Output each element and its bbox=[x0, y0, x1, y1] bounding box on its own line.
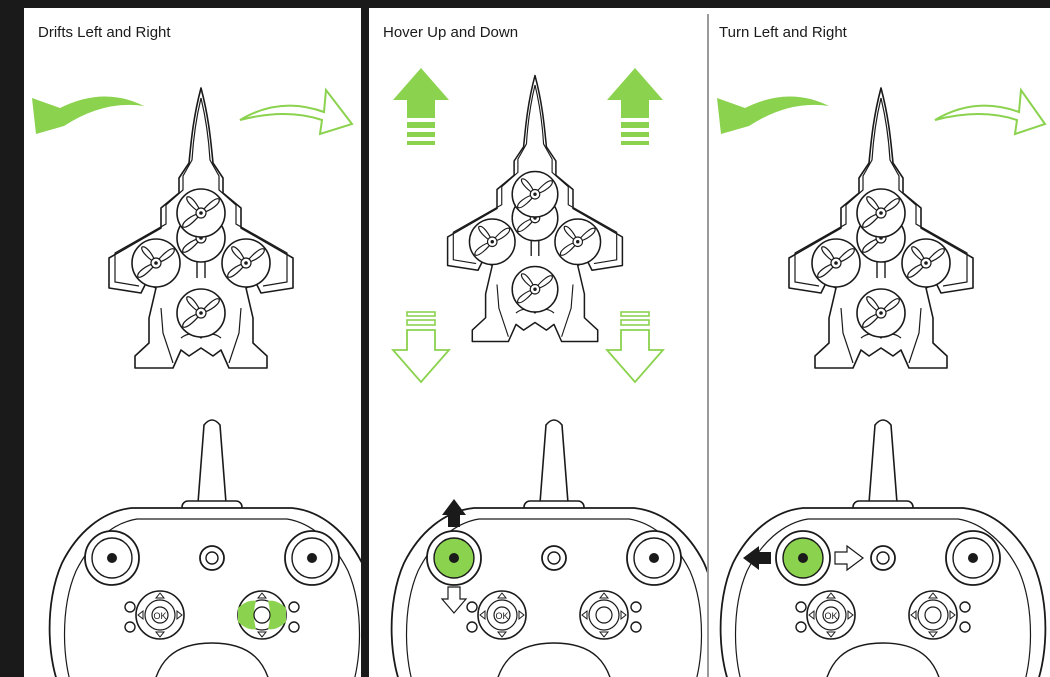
panel-hover: Hover Up and Down bbox=[369, 8, 707, 677]
ok-button-label: OK bbox=[824, 611, 837, 621]
panel-turn-illustration: OK bbox=[709, 8, 1050, 677]
curved-arrow-right-outline-icon bbox=[935, 90, 1045, 134]
arrow-up-solid-icon bbox=[607, 68, 663, 145]
ok-button-label: OK bbox=[495, 611, 508, 621]
curved-arrow-left-solid-icon bbox=[32, 96, 144, 134]
drone-top-view-icon bbox=[789, 88, 973, 368]
arrow-down-outline-icon bbox=[393, 312, 449, 382]
panel-drift-illustration: OK bbox=[24, 8, 361, 677]
remote-controller-icon: OK bbox=[392, 420, 707, 677]
remote-controller-icon: OK bbox=[50, 420, 361, 677]
remote-controller-icon: OK bbox=[721, 420, 1046, 677]
left-border bbox=[0, 0, 24, 677]
drone-top-view-icon bbox=[109, 88, 293, 368]
panel-hover-illustration: OK bbox=[369, 8, 707, 677]
arrow-up-solid-icon bbox=[393, 68, 449, 145]
top-border bbox=[0, 0, 1050, 8]
panel-drift: Drifts Left and Right OK bbox=[24, 8, 361, 677]
panel-divider-thick bbox=[361, 0, 369, 677]
curved-arrow-left-solid-icon bbox=[717, 96, 829, 134]
arrow-down-outline-icon bbox=[607, 312, 663, 382]
panel-turn: Turn Left and Right OK bbox=[709, 8, 1050, 677]
curved-arrow-right-outline-icon bbox=[240, 90, 352, 134]
drone-top-view-icon bbox=[448, 75, 623, 341]
ok-button-label: OK bbox=[153, 611, 166, 621]
